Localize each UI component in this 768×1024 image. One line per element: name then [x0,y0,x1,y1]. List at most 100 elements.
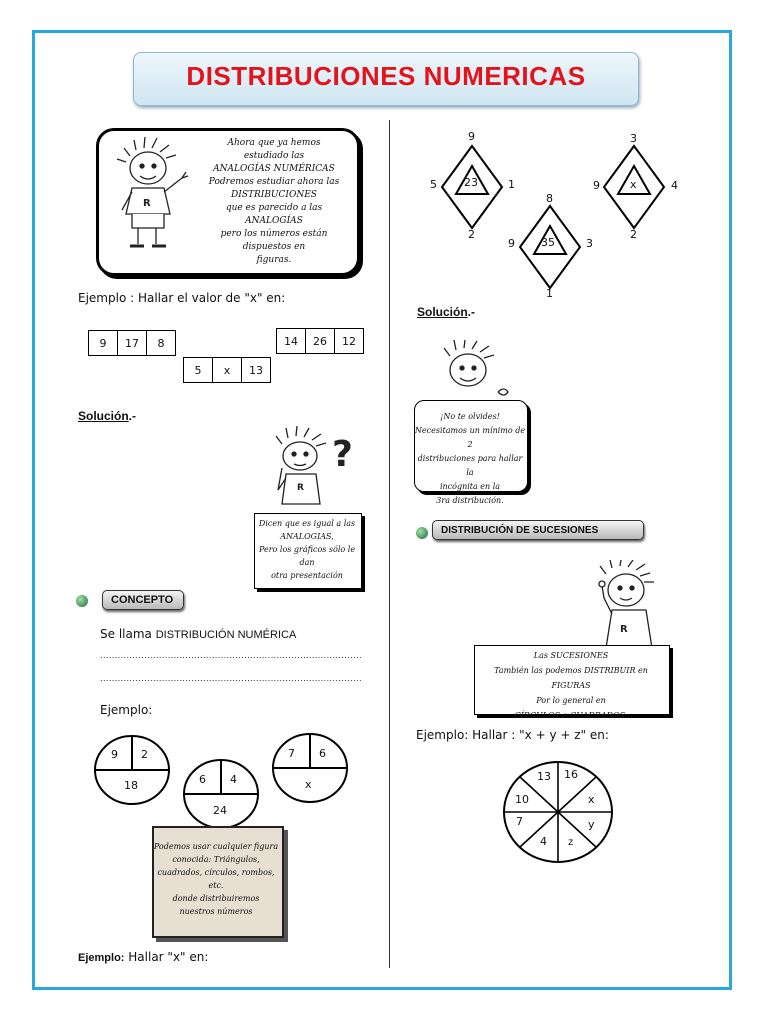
thinking-character-icon: R ? [275,426,353,505]
circle-value: 6 [199,773,206,786]
svg-text:R: R [297,483,304,493]
solution2-note-line: 3ra distribución. [436,496,504,505]
solution2-note-box [414,400,528,492]
paper-note-line: conocida: Triángulos, [172,855,260,864]
solution1-note-box [254,513,362,589]
circle-value: x [305,778,312,791]
solution2-note-line: ¡No te olvides! [440,412,500,421]
solution2-label: Solución [417,305,468,319]
sucesiones-tag: DISTRIBUCIÓN DE SUCESIONES [432,520,644,540]
solution1-note-line: ANALOGIAS, [280,532,334,541]
solution1-note-line: Pero los gráficos sólo le dan [258,545,356,567]
wheel-value: z [568,837,574,848]
solution2-note-line: Necesitamos un mínimo de 2 [414,426,526,449]
svg-text:R: R [620,624,628,635]
circle-value: 6 [319,747,326,760]
diamond-value-left: 5 [430,178,437,191]
wheel-value: 4 [540,835,547,848]
wheel-value: x [588,793,595,806]
paper-note-box [152,826,284,938]
intro-note-line: figuras. [256,255,292,265]
diamond-figure [518,204,582,290]
concepto-prefix: Se llama [100,627,152,641]
diamond-value-top: 3 [630,132,637,145]
diamond-value-right: 4 [671,179,678,192]
diamond-value-bottom: 1 [546,287,553,300]
diamond-value-bottom: 2 [468,228,475,241]
diamond-value-top: 9 [468,130,475,143]
green-bullet-icon [76,595,88,607]
grid-cell: 12 [334,328,364,354]
sucesiones-note-line: Por lo general en [536,696,606,705]
solution1-heading: Solución.- [78,409,136,423]
solution1-note-line: Dicen que es igual a las [258,519,356,528]
wheel-value: y [588,818,595,831]
example2-label-bold: Ejemplo: [78,952,125,964]
intro-note-line: Podremos estudiar ahora las [208,177,340,187]
grid-cell: x [212,357,242,383]
circle-value: 4 [230,773,237,786]
diamond-figure [602,144,666,230]
circle-value: 9 [111,748,118,761]
diamond-value-bottom: 2 [630,228,637,241]
intro-note-line: que es parecido a las [225,203,323,213]
column-divider [389,120,390,968]
sucesiones-note-line: Las SUCESIONES [533,651,609,660]
solution1-label: Solución [78,409,129,423]
diamond-value-left: 9 [593,179,600,192]
solution2-note-line: incógnita en la [439,482,501,491]
diamond-value-left: 9 [508,237,515,250]
intro-note-line: estudiado las [243,151,305,161]
intro-note-text: Ahora que ya hemos estudiado las ANALOGÍ… [200,137,348,267]
blank-line: ........................................… [100,674,362,683]
sucesiones-example-label: Ejemplo: Hallar : "x + y + z" en: [416,728,609,742]
grid-cell: 8 [146,330,176,356]
diamond-value-center: 35 [541,236,555,249]
intro-note-line: ANALOGÍAS [245,216,303,226]
diamond-value-right: 1 [508,178,515,191]
paper-note-text: Podemos usar cualquier figura conocida: … [152,840,280,918]
pointing-character-icon: R [598,560,654,648]
circle-value: 18 [124,779,138,792]
paper-note-line: Podemos usar cualquier figura [153,842,279,851]
sucesiones-note-line: También las podemos DISTRIBUIR en FIGURA… [494,666,648,690]
solution1-note-text: Dicen que es igual a las ANALOGIAS, Pero… [254,517,360,582]
solution2-note-line: distribuciones para hallar la [417,454,523,477]
example2-label: Ejemplo: Hallar "x" en: [78,950,208,964]
wheel-value: 13 [537,770,551,783]
example1-label: Ejemplo : Hallar el valor de "x" en: [78,291,286,305]
grid-cell: 9 [88,330,118,356]
circle-value: 7 [288,747,295,760]
wheel-value: 16 [564,768,578,781]
cartoon-character-icon: R [116,136,189,248]
example2-label-rest: Hallar "x" en: [128,950,209,964]
grid-cell: 14 [276,328,306,354]
solution2-note-text: ¡No te olvides! Necesitamos un mínimo de… [414,410,526,508]
diamond-value-right: 3 [586,237,593,250]
solution1-note-line: otra presentación [271,571,343,580]
grid-cell: 26 [305,328,335,354]
circle-distribution [183,759,259,829]
concepto-tag: CONCEPTO [102,590,184,610]
circle-value: 24 [213,804,227,817]
intro-note-line: pero los números están dispuestos en [220,229,328,252]
concepto-definition: Se llama DISTRIBUCIÓN NUMÉRICA [100,627,296,641]
diamond-value-top: 8 [546,192,553,205]
intro-note-line: Ahora que ya hemos [227,138,321,148]
grid-cell: 5 [183,357,213,383]
diamond-value-center: 23 [464,176,478,189]
grid-cell: 13 [241,357,271,383]
diamond-figure [440,144,504,230]
page-title: DISTRIBUCIONES NUMERICAS [186,61,586,91]
sucesiones-note-text: Las SUCESIONES También las podemos DISTR… [474,648,668,723]
sucesiones-note-line: CÍRCULOS o CUADRADOS. [514,711,628,720]
svg-text:?: ? [332,434,353,475]
concepto-example-label: Ejemplo: [100,703,153,717]
title-banner: DISTRIBUCIONES NUMERICAS [133,52,639,106]
wheel-distribution [503,761,613,863]
green-bullet-icon [416,527,428,539]
solution2-suffix: .- [467,305,476,319]
sucesiones-note-box [474,645,670,715]
solution2-heading: Solución.- [417,305,475,319]
paper-note-line: cuadrados, círculos, rombos, etc. [157,868,275,890]
